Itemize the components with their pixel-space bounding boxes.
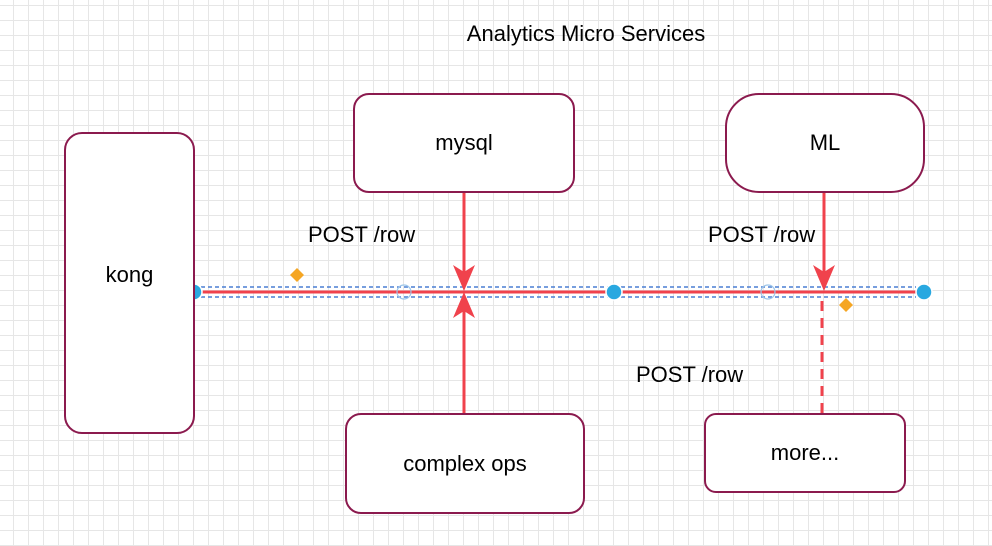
label-control-point-icon[interactable] bbox=[839, 298, 853, 312]
midpoint-handle-icon[interactable] bbox=[760, 284, 776, 300]
mysql-to-bus-arrow[interactable] bbox=[453, 193, 475, 291]
diagram-title: Analytics Micro Services bbox=[466, 21, 706, 46]
mysql-label: mysql bbox=[435, 130, 493, 155]
bus-connector[interactable] bbox=[194, 286, 924, 298]
ml-edge-label[interactable]: POST /row bbox=[708, 222, 816, 247]
more-edge-label[interactable]: POST /row bbox=[636, 362, 744, 387]
kong-label: kong bbox=[105, 262, 154, 287]
more-node[interactable]: more... bbox=[704, 413, 906, 493]
kong-node[interactable]: kong bbox=[64, 132, 195, 434]
label-control-point-icon[interactable] bbox=[290, 268, 304, 282]
arrowhead-icon bbox=[453, 292, 475, 318]
complex-ops-to-bus-arrow[interactable] bbox=[453, 292, 475, 413]
mysql-node[interactable]: mysql bbox=[353, 93, 575, 193]
ml-node[interactable]: ML bbox=[725, 93, 925, 193]
ml-label: ML bbox=[809, 130, 841, 155]
arrowhead-icon bbox=[453, 265, 475, 291]
complex-ops-node[interactable]: complex ops bbox=[345, 413, 585, 514]
midpoint-handle-icon[interactable] bbox=[396, 284, 412, 300]
waypoint-handle-icon[interactable] bbox=[605, 283, 623, 301]
mysql-edge-label[interactable]: POST /row bbox=[308, 222, 416, 247]
more-label: more... bbox=[770, 440, 840, 465]
endpoint-handle-icon[interactable] bbox=[915, 283, 933, 301]
ml-to-bus-arrow[interactable] bbox=[813, 193, 835, 291]
arrowhead-icon bbox=[813, 265, 835, 291]
complex-ops-label: complex ops bbox=[403, 450, 527, 476]
